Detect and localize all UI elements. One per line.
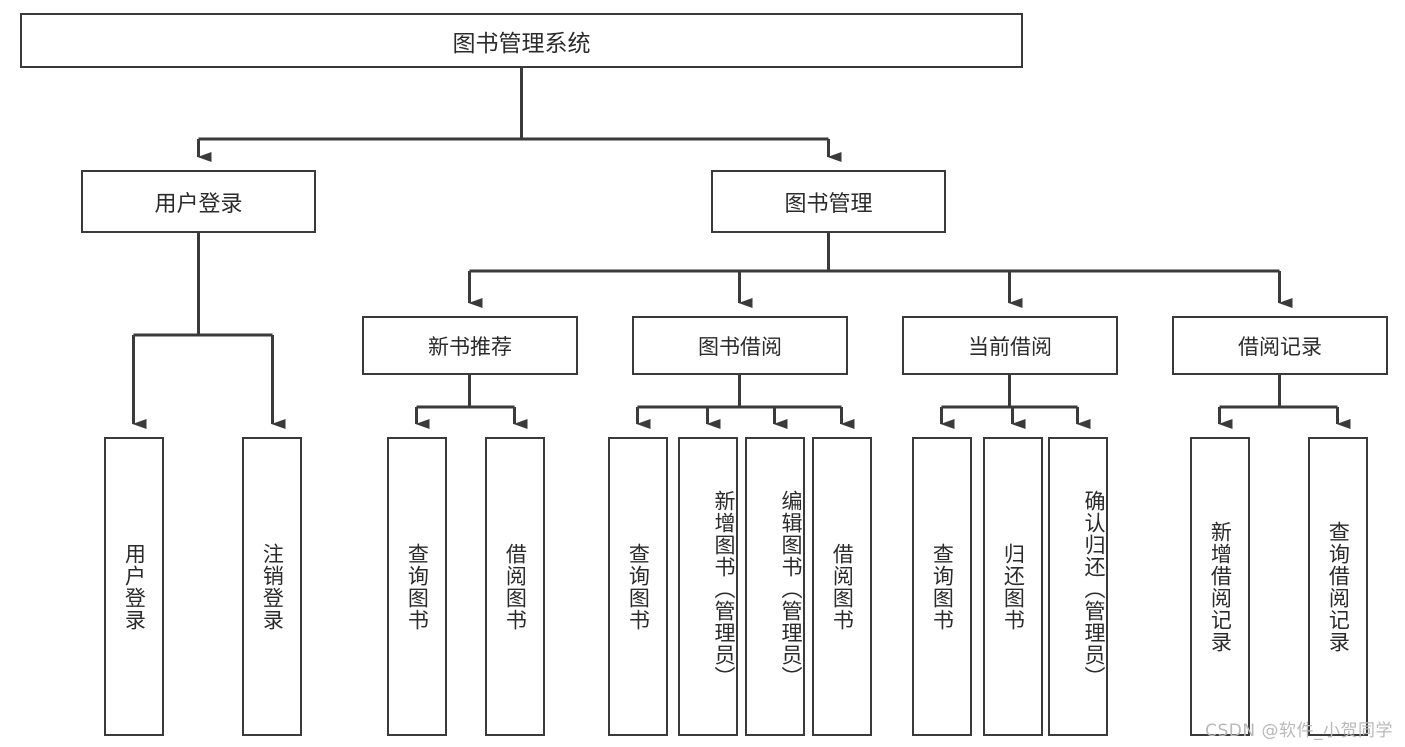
leaf-user-login[interactable]: 用户登录 xyxy=(104,437,164,736)
node-level3-current-borrow[interactable]: 当前借阅 xyxy=(902,316,1118,375)
node-level3-new-book-recommend[interactable]: 新书推荐 xyxy=(362,316,578,375)
node-label: 用户登录 xyxy=(154,191,243,217)
node-label: 借阅图书 xyxy=(830,542,855,631)
node-label: 新书推荐 xyxy=(428,334,512,359)
node-label: 当前借阅 xyxy=(968,334,1052,359)
node-label: 图书借阅 xyxy=(698,334,782,359)
leaf-logout-login[interactable]: 注销登录 xyxy=(242,437,302,736)
leaf-query-borrow-record[interactable]: 查询借阅记录 xyxy=(1308,437,1368,736)
node-level3-book-borrow[interactable]: 图书借阅 xyxy=(632,316,848,375)
node-level2-user-login[interactable]: 用户登录 xyxy=(81,170,316,233)
leaf-borrow-book[interactable]: 借阅图书 xyxy=(812,437,872,736)
node-label: 查询图书 xyxy=(405,542,430,631)
node-label: 归还图书 xyxy=(1001,542,1026,631)
node-root[interactable]: 图书管理系统 xyxy=(20,13,1023,68)
node-label: 新增借阅记录 xyxy=(1208,520,1233,653)
node-label: 编辑图书（管理员） xyxy=(779,489,803,688)
leaf-borrow-book-recommend[interactable]: 借阅图书 xyxy=(485,437,545,736)
node-label: 图书管理 xyxy=(784,191,873,217)
node-label: 新增图书（管理员） xyxy=(712,489,736,688)
node-label: 查询图书 xyxy=(626,542,651,631)
leaf-query-book-borrow[interactable]: 查询图书 xyxy=(608,437,668,736)
leaf-add-book-admin[interactable]: 新增图书（管理员） xyxy=(678,437,738,736)
leaf-query-book-current[interactable]: 查询图书 xyxy=(912,437,972,736)
node-label: 查询借阅记录 xyxy=(1326,520,1351,653)
node-label: 用户登录 xyxy=(122,542,147,631)
leaf-edit-book-admin[interactable]: 编辑图书（管理员） xyxy=(745,437,805,736)
node-label: 注销登录 xyxy=(260,542,285,631)
leaf-return-book[interactable]: 归还图书 xyxy=(983,437,1043,736)
node-label: 确认归还（管理员） xyxy=(1082,489,1106,688)
node-label: 借阅记录 xyxy=(1238,334,1322,359)
node-label: 图书管理系统 xyxy=(452,30,591,57)
node-label: 借阅图书 xyxy=(503,542,528,631)
leaf-query-book-recommend[interactable]: 查询图书 xyxy=(387,437,447,736)
node-level3-borrow-record[interactable]: 借阅记录 xyxy=(1172,316,1388,375)
node-level2-book-management[interactable]: 图书管理 xyxy=(711,170,946,233)
watermark: CSDN @软件_小贺同学 xyxy=(1205,721,1393,741)
leaf-confirm-return-admin[interactable]: 确认归还（管理员） xyxy=(1048,437,1108,736)
node-label: 查询图书 xyxy=(930,542,955,631)
leaf-add-borrow-record[interactable]: 新增借阅记录 xyxy=(1190,437,1250,736)
